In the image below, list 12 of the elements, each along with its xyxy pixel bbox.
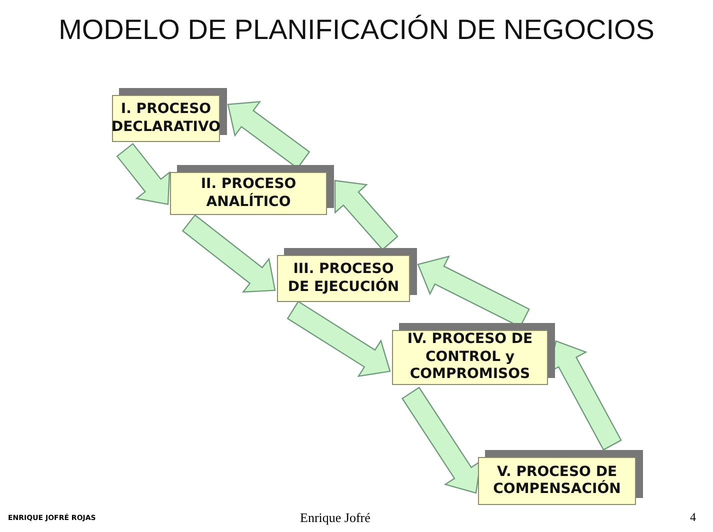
box-label: V. PROCESO DE COMPENSACIÓN	[492, 462, 622, 499]
box-label: I. PROCESO DECLARATIVO	[110, 100, 222, 136]
title: MODELO DE PLANIFICACIÓN DE NEGOCIOS	[58, 14, 656, 46]
block-arrow	[182, 214, 276, 293]
page-number: 4	[690, 510, 696, 525]
box-label: II. PROCESO ANALÍTICO	[200, 175, 298, 212]
footer-text: Enrique Jofré	[300, 510, 370, 526]
block-arrow	[334, 180, 398, 250]
box-label: IV. PROCESO DE CONTROL y COMPROMISOS	[406, 330, 534, 384]
box-label: III. PROCESO DE EJECUCIÓN	[286, 260, 400, 296]
block-arrow	[116, 142, 170, 206]
block-arrow	[286, 300, 391, 377]
